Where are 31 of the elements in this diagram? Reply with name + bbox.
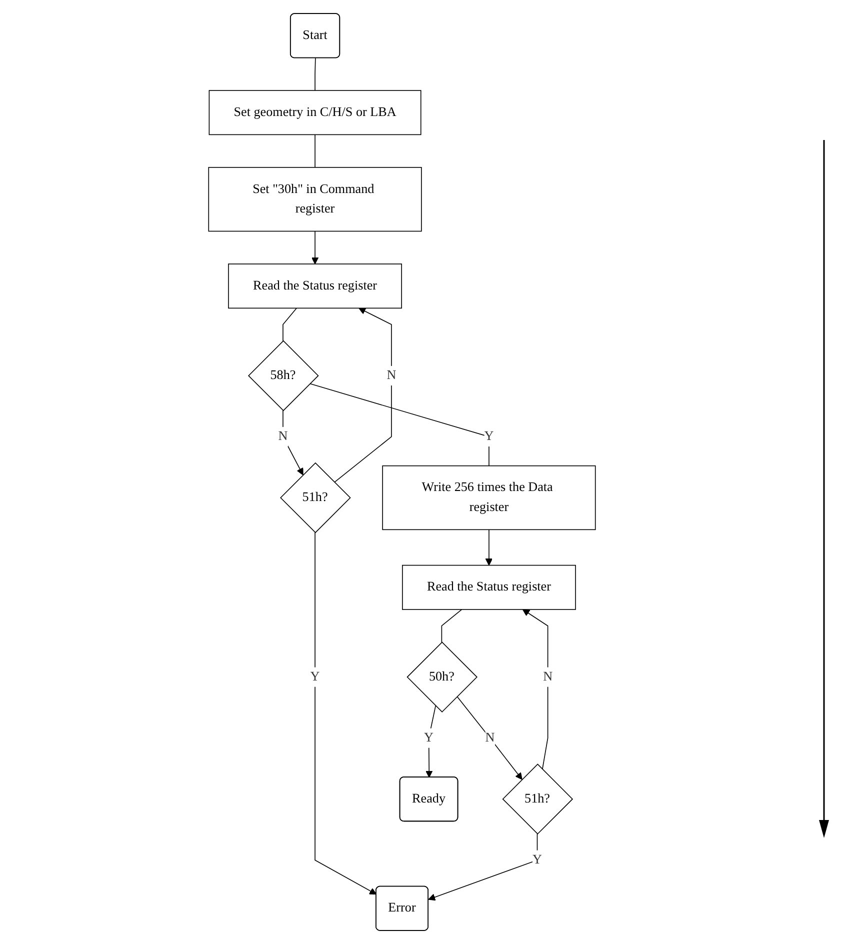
node-diamond: 51h? [280, 462, 351, 534]
connector [282, 308, 298, 342]
node-box: Set "30h" in Command register [208, 166, 422, 232]
arrow [334, 308, 392, 483]
node-diamond: 50h? [406, 642, 478, 712]
node-diamond: 51h? [502, 764, 574, 834]
node-diamond: 58h? [248, 340, 319, 412]
arrow [522, 609, 548, 770]
edge-label: Y [310, 670, 320, 684]
connector [314, 58, 316, 91]
arrow [282, 410, 304, 476]
arrow [428, 833, 538, 901]
node-box: Write 256 times the Data register [382, 465, 596, 530]
edge-label: Y [424, 730, 434, 745]
connector [309, 383, 490, 466]
node-box: Read the Status register [402, 564, 576, 610]
edge-label: N [386, 368, 396, 382]
edge-label: N [278, 429, 288, 444]
node-box: Read the Status register [228, 264, 402, 309]
edge-label: Y [532, 852, 542, 867]
arrow [426, 705, 436, 778]
arrow [456, 696, 522, 780]
edge-label: N [543, 670, 553, 684]
arrow [311, 230, 319, 264]
connector [441, 609, 462, 643]
edge-label: N [485, 730, 495, 745]
arrow [485, 529, 493, 566]
connector [314, 134, 316, 168]
arrow [314, 532, 377, 895]
node-box: Set geometry in C/H/S or LBA [208, 90, 422, 136]
edge-label: Y [484, 429, 494, 444]
